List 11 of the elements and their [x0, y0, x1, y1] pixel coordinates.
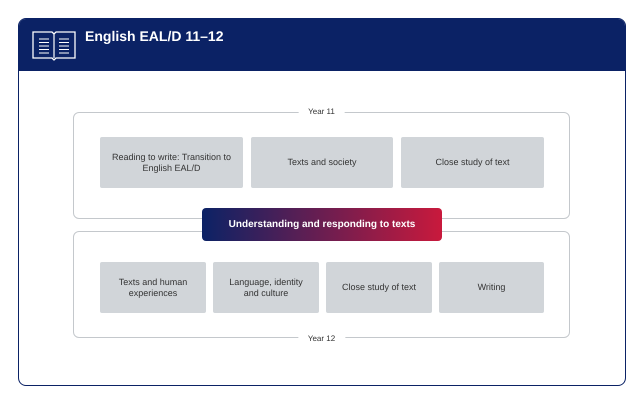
- year-label: Year 11: [298, 107, 345, 116]
- unit-box: Close study of text: [401, 137, 544, 188]
- year-label: Year 12: [298, 334, 346, 343]
- title: English EAL/D 11–12: [85, 28, 224, 44]
- unit-box: Writing: [439, 262, 544, 313]
- unit-box: Reading to write: Transition to English EAL/D: [100, 137, 243, 188]
- unit-box: Texts and human experiences: [100, 262, 206, 313]
- unit-box: Language, identity and culture: [213, 262, 319, 313]
- unit-box: Close study of text: [326, 262, 432, 313]
- central-banner: Understanding and responding to texts: [202, 208, 442, 241]
- unit-box: Texts and society: [251, 137, 393, 188]
